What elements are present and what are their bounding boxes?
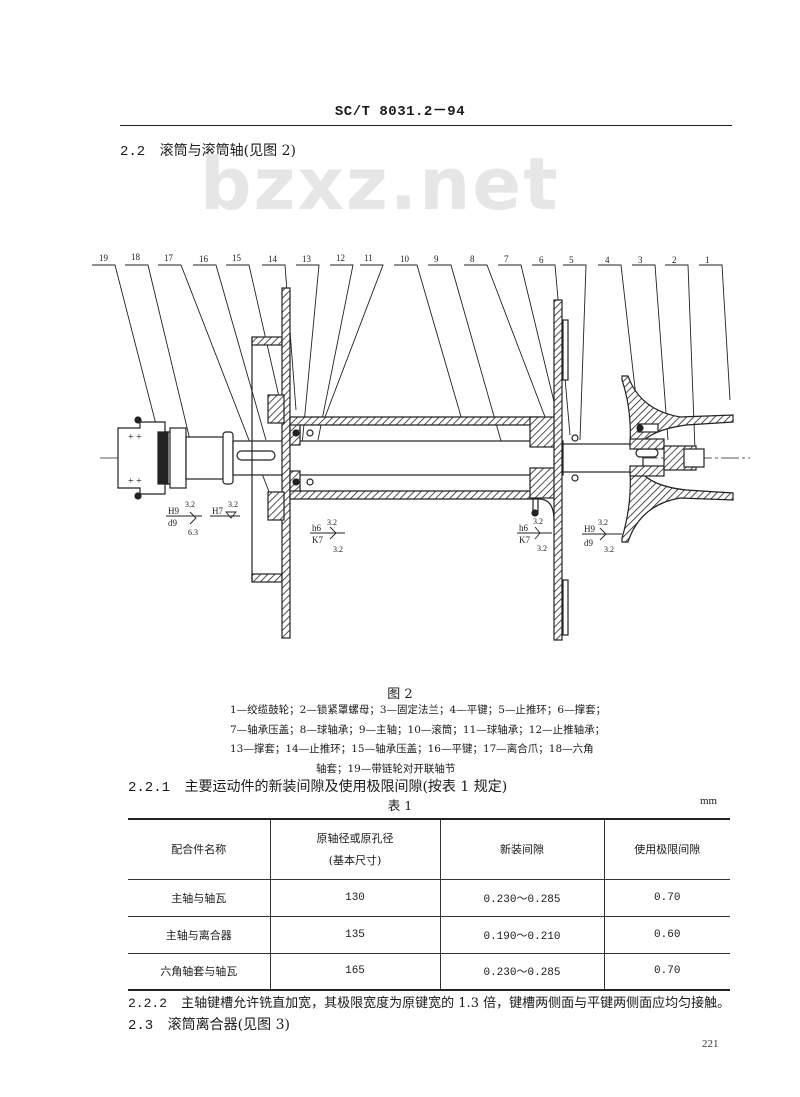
leader-lines <box>92 264 731 521</box>
cell-limit-clearance: 0.70 <box>603 953 730 990</box>
section-text: 主轴键槽允许铣直加宽，其极限宽度为原键宽的 1.3 倍，键槽两侧面与平键两侧面应… <box>181 996 731 1011</box>
right-flange <box>531 299 569 641</box>
section-number: 2.3 <box>128 1018 154 1034</box>
drum-body <box>289 416 579 500</box>
svg-text:3.2: 3.2 <box>185 500 195 509</box>
svg-text:3.2: 3.2 <box>333 545 343 554</box>
header-limit-clearance: 使用极限间隙 <box>603 819 730 879</box>
svg-text:H9: H9 <box>168 506 179 516</box>
section-title: 主要运动件的新装间隙及使用极限间隙(按表 1 规定) <box>184 779 508 795</box>
tolerance-annotations: H9 d9 3.2 6.3 H7 3.2 h6 K7 3.2 3.2 h6 K7… <box>168 500 614 554</box>
svg-text:K7: K7 <box>312 535 323 545</box>
header-part-name: 配合件名称 <box>171 843 227 857</box>
cell-basic-size: 135 <box>269 916 440 953</box>
svg-text:3.2: 3.2 <box>533 517 543 526</box>
cell-basic-size: 165 <box>269 953 440 990</box>
svg-text:6.3: 6.3 <box>188 528 198 537</box>
svg-text:h6: h6 <box>519 523 529 533</box>
callout-11: 11 <box>364 253 373 263</box>
svg-text:d9: d9 <box>168 518 178 528</box>
callout-14: 14 <box>268 254 278 264</box>
svg-text:3.2: 3.2 <box>537 544 547 553</box>
figure-legend-line-1: 1—绞缆鼓轮；2—锁紧罩螺母；3—固定法兰；4—平键；5—止推环；6—撑套； <box>230 704 607 716</box>
callout-labels: 19 18 17 16 15 14 13 12 11 10 9 8 7 6 5 … <box>99 252 710 265</box>
tolerance-symbols <box>166 511 622 541</box>
header-basic-size-line2: (基本尺寸) <box>328 854 382 868</box>
coupling-19: + + + + <box>117 416 187 500</box>
section-title: 滚筒与滚筒轴(见图 2) <box>159 143 296 159</box>
figure-legend-line-3: 13—撑套；14—止推环；15—轴承压盖；16—平键；17—离合爪；18—六角 <box>230 743 594 755</box>
header-basic-size: 原轴径或原孔径 (基本尺寸) <box>269 819 440 879</box>
callout-8: 8 <box>470 254 475 264</box>
table-title: 表 1 <box>387 798 413 813</box>
callout-3: 3 <box>638 255 643 265</box>
section-title: 滚筒离合器(见图 3) <box>167 1017 290 1033</box>
callout-7: 7 <box>504 254 509 264</box>
callout-13: 13 <box>302 254 312 264</box>
cell-limit-clearance: 0.70 <box>603 879 730 916</box>
cell-part-name: 主轴与轴瓦 <box>171 891 227 905</box>
table-row: 主轴与离合器 135 0.190～0.210 0.60 <box>128 916 730 953</box>
section-2-3-heading: 2.3 滚筒离合器(见图 3) <box>128 1014 290 1034</box>
svg-text:K7: K7 <box>519 535 530 545</box>
callout-16: 16 <box>199 254 209 264</box>
left-flange <box>251 287 291 639</box>
section-2-2-2-paragraph: 2.2.2 主轴键槽允许铣直加宽，其极限宽度为原键宽的 1.3 倍，键槽两侧面与… <box>128 992 730 1011</box>
cell-part-name: 主轴与离合器 <box>165 928 232 942</box>
svg-text:h6: h6 <box>312 523 322 533</box>
page-number: 221 <box>702 1038 719 1050</box>
svg-text:+ +: + + <box>128 476 142 487</box>
table-row: 主轴与轴瓦 130 0.230～0.285 0.70 <box>128 879 730 916</box>
callout-19: 19 <box>99 253 109 263</box>
cell-basic-size: 130 <box>269 879 440 916</box>
winch-head <box>621 375 734 543</box>
callout-15: 15 <box>232 253 242 263</box>
table-header-row: 配合件名称 原轴径或原孔径 (基本尺寸) 新装间隙 使用极限间隙 <box>128 819 730 879</box>
figure-legend-line-2: 7—轴承压盖；8—球轴承；9—主轴；10—滚筒；11—球轴承；12—止推轴承； <box>230 724 606 736</box>
figure-legend-line-4: 轴套；19—带链轮对开联轴节 <box>316 763 456 775</box>
callout-12: 12 <box>336 253 345 263</box>
figure-2-drawing: 19 18 17 16 15 14 13 12 11 10 9 8 7 6 5 … <box>92 252 750 641</box>
svg-text:3.2: 3.2 <box>327 518 337 527</box>
callout-17: 17 <box>164 253 174 263</box>
cell-new-clearance: 0.230～0.285 <box>439 953 604 990</box>
callout-18: 18 <box>131 252 141 262</box>
header-new-clearance: 新装间隙 <box>439 819 604 879</box>
cell-part-name: 六角轴套与轴瓦 <box>160 965 238 979</box>
header-divider <box>120 125 732 126</box>
svg-text:d9: d9 <box>584 538 594 548</box>
svg-text:+ +: + + <box>128 432 142 443</box>
callout-2: 2 <box>672 255 677 265</box>
table-row: 六角轴套与轴瓦 165 0.230～0.285 0.70 <box>128 953 730 990</box>
svg-text:3.2: 3.2 <box>604 545 614 554</box>
watermark: bzxz.net <box>200 142 560 226</box>
standard-code-header: SC/T 8031.2－94 <box>334 104 466 120</box>
section-2-2-1-heading: 2.2.1 主要运动件的新装间隙及使用极限间隙(按表 1 规定) <box>128 776 507 796</box>
callout-9: 9 <box>434 254 439 264</box>
cell-limit-clearance: 0.60 <box>603 916 730 953</box>
section-number: 2.2.1 <box>128 780 171 796</box>
table-unit: mm <box>700 795 718 807</box>
cell-new-clearance: 0.190～0.210 <box>439 916 604 953</box>
callout-6: 6 <box>539 255 544 265</box>
clearance-table: 配合件名称 原轴径或原孔径 (基本尺寸) 新装间隙 使用极限间隙 主轴与轴瓦 1… <box>128 818 730 991</box>
section-number: 2.2 <box>120 144 146 160</box>
cell-new-clearance: 0.230～0.285 <box>439 879 604 916</box>
svg-text:H9: H9 <box>584 524 595 534</box>
callout-10: 10 <box>400 254 410 264</box>
header-basic-size-line1: 原轴径或原孔径 <box>316 832 394 846</box>
svg-text:3.2: 3.2 <box>598 518 608 527</box>
figure-title: 图 2 <box>387 687 413 702</box>
callout-1: 1 <box>705 255 710 265</box>
callout-5: 5 <box>569 255 574 265</box>
section-2-2-heading: 2.2 滚筒与滚筒轴(见图 2) <box>120 140 296 160</box>
section-number: 2.2.2 <box>128 996 168 1011</box>
svg-text:H7: H7 <box>212 506 223 516</box>
svg-text:3.2: 3.2 <box>228 500 238 509</box>
callout-4: 4 <box>605 255 610 265</box>
